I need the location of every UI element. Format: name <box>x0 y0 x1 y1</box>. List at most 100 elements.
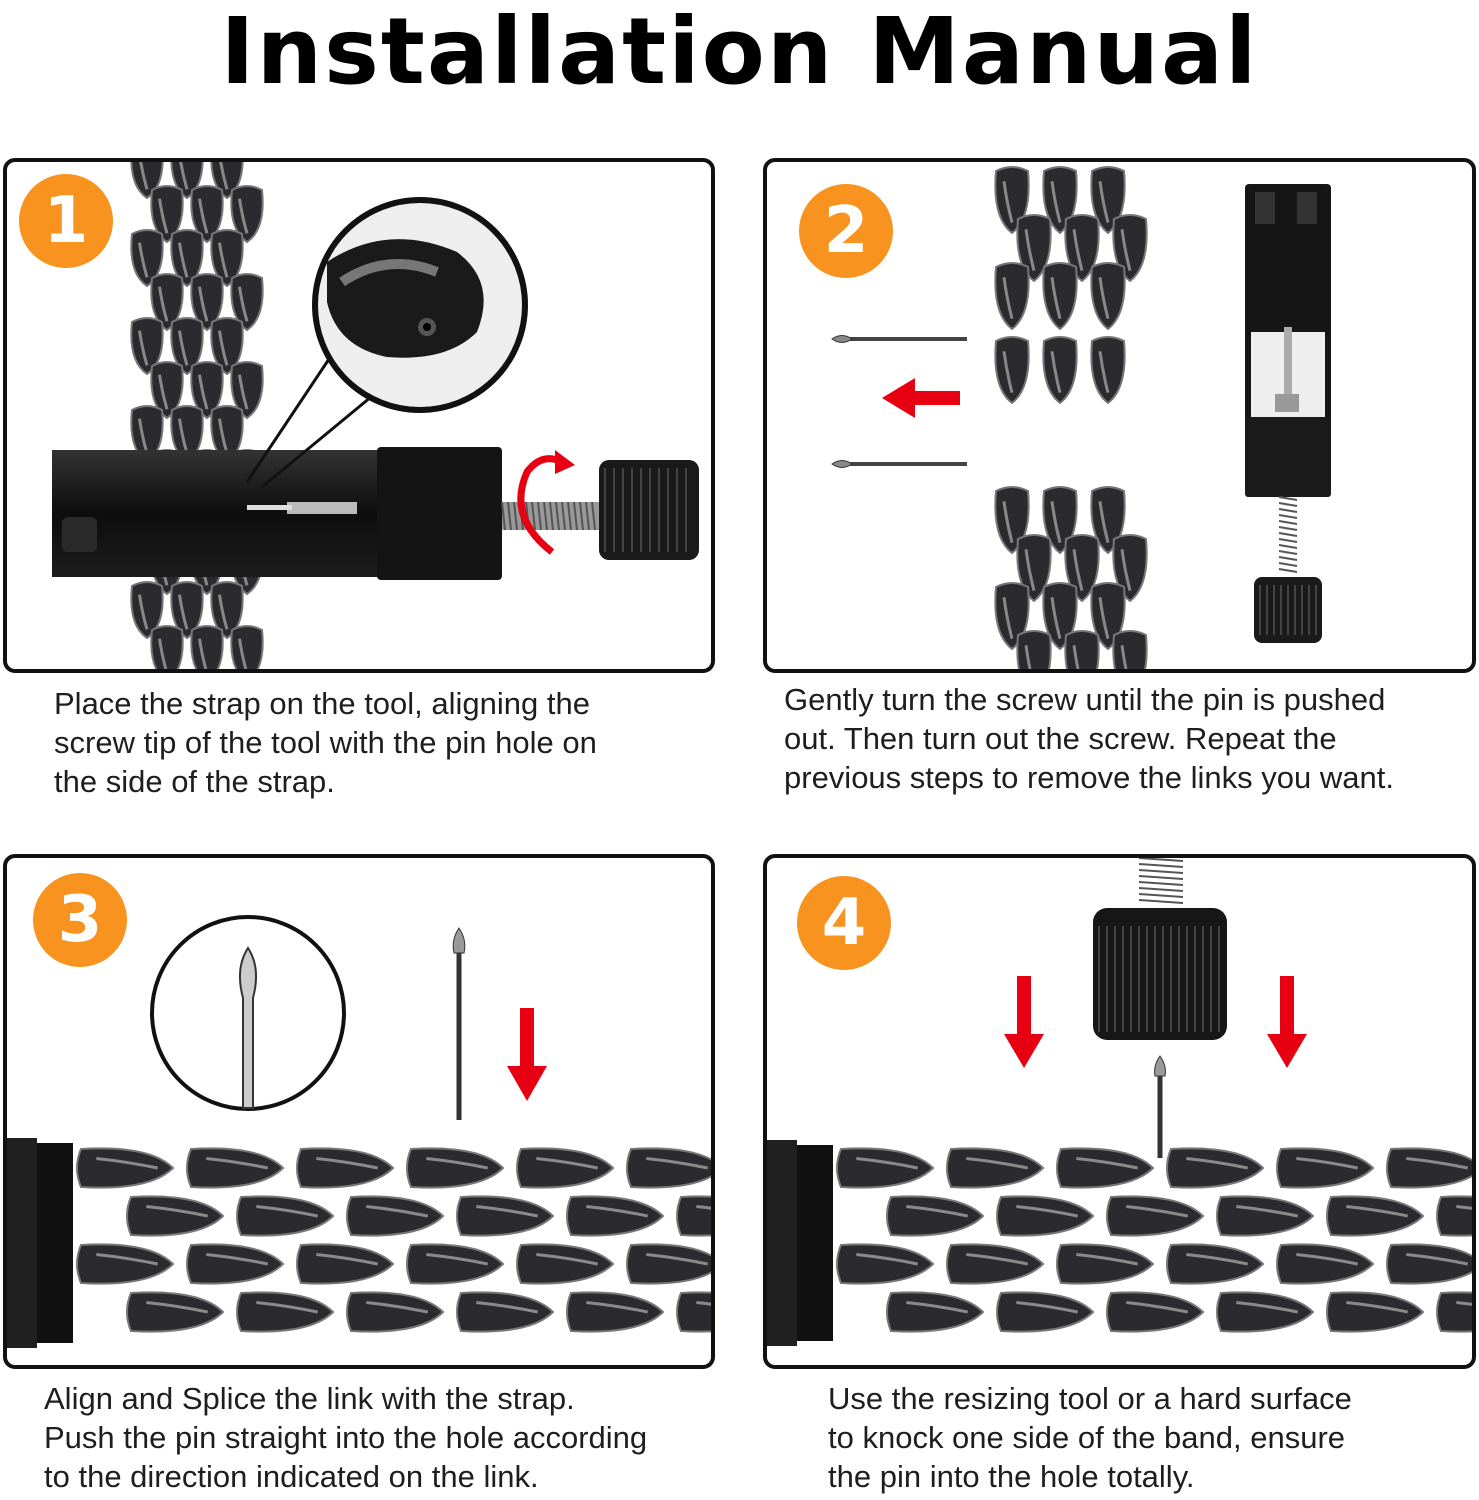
strap-link <box>1166 1243 1265 1285</box>
link-highlight <box>238 198 249 234</box>
strap-link <box>1216 1195 1315 1237</box>
thread-line <box>1278 502 1298 507</box>
step-1-panel: 1 <box>3 158 715 673</box>
step-4-panel: 4 <box>763 854 1476 1369</box>
link-highlight <box>158 374 169 410</box>
link-highlight <box>536 1253 598 1266</box>
thread-line <box>1138 881 1184 886</box>
strap-link <box>190 625 224 669</box>
step-1-caption: Place the strap on the tool, aligning th… <box>54 686 597 799</box>
thread-line <box>1278 568 1298 573</box>
link-highlight <box>1346 1205 1408 1218</box>
strap-link <box>126 1195 225 1237</box>
link-highlight <box>238 286 249 322</box>
link-highlight <box>646 1157 708 1170</box>
link-highlight <box>1098 277 1110 320</box>
link-highlight <box>158 286 169 322</box>
strap-link <box>1276 1243 1375 1285</box>
strap-link <box>886 1291 985 1333</box>
link-highlight <box>1406 1253 1468 1266</box>
link-highlight <box>139 162 149 190</box>
link-highlight <box>146 1301 208 1314</box>
link-highlight <box>696 1301 711 1306</box>
thread-line <box>1278 496 1298 501</box>
link-highlight <box>1050 501 1062 544</box>
page-title: Installation Manual <box>220 0 1259 105</box>
link-highlight <box>316 1253 378 1266</box>
link-highlight <box>178 594 189 630</box>
link-highlight <box>1076 1253 1138 1266</box>
magnifier-circle-icon <box>245 197 528 489</box>
link-highlight <box>138 242 149 278</box>
link-highlight <box>158 198 169 234</box>
strap-link <box>186 1147 285 1189</box>
strap-link <box>346 1195 445 1237</box>
strap-link <box>836 1243 935 1285</box>
strap-link <box>1016 630 1052 669</box>
strap-link <box>456 1195 555 1237</box>
pin-icon <box>452 927 466 1120</box>
thread-line <box>537 501 542 531</box>
link-highlight <box>219 162 229 190</box>
link-highlight <box>1050 351 1062 394</box>
strap-link <box>296 1243 395 1285</box>
pin-tool-icon <box>52 447 699 580</box>
link-highlight <box>1024 229 1036 272</box>
thread-line <box>1278 544 1298 549</box>
link-highlight <box>856 1157 918 1170</box>
link-highlight <box>1126 1301 1188 1314</box>
thread-line <box>543 501 548 531</box>
thread-line <box>1138 893 1184 898</box>
strap-link <box>994 262 1030 331</box>
thread-line <box>555 501 560 531</box>
strap-link <box>996 1291 1095 1333</box>
link-highlight <box>1050 181 1062 224</box>
strap-link <box>346 1291 445 1333</box>
strap-link <box>406 1243 505 1285</box>
link-highlight <box>966 1253 1028 1266</box>
strap-link <box>1090 336 1126 405</box>
link-highlight <box>646 1253 708 1266</box>
strap-link <box>150 625 184 669</box>
thread-line <box>531 501 536 531</box>
link-highlight <box>1296 1157 1358 1170</box>
link-highlight <box>1072 645 1080 669</box>
strap-band-icon <box>7 1138 711 1348</box>
link-highlight <box>856 1253 918 1266</box>
strap-link <box>1056 1147 1155 1189</box>
link-highlight <box>1016 1301 1078 1314</box>
link-highlight <box>178 330 189 366</box>
link-highlight <box>906 1205 968 1218</box>
link-highlight <box>1050 597 1062 640</box>
strap-link <box>676 1195 711 1237</box>
link-highlight <box>1456 1205 1472 1210</box>
strap-link <box>76 1147 175 1189</box>
strap-link <box>1056 1243 1155 1285</box>
strap-link <box>1064 630 1100 669</box>
link-highlight <box>1126 1205 1188 1218</box>
thread-line <box>1138 899 1184 904</box>
link-highlight <box>476 1205 538 1218</box>
strap-link <box>126 1291 225 1333</box>
link-highlight <box>198 286 209 322</box>
strap-link <box>566 1291 665 1333</box>
link-highlight <box>178 242 189 278</box>
thread-line <box>1138 875 1184 880</box>
thread-line <box>1278 532 1298 537</box>
rotate-arrow-icon <box>517 455 564 555</box>
strap-link <box>1166 1147 1265 1189</box>
link-highlight <box>1002 597 1014 640</box>
link-highlight <box>1072 229 1084 272</box>
thread-line <box>1278 520 1298 525</box>
thread-line <box>1278 514 1298 519</box>
link-highlight <box>426 1253 488 1266</box>
link-highlight <box>1346 1301 1408 1314</box>
strap-link <box>456 1291 555 1333</box>
link-highlight <box>206 1253 268 1266</box>
link-highlight <box>1236 1205 1298 1218</box>
link-highlight <box>1186 1157 1248 1170</box>
left-arrow-icon <box>882 378 960 418</box>
thread-line <box>573 501 578 531</box>
link-highlight <box>1186 1253 1248 1266</box>
strap-link <box>994 336 1030 405</box>
